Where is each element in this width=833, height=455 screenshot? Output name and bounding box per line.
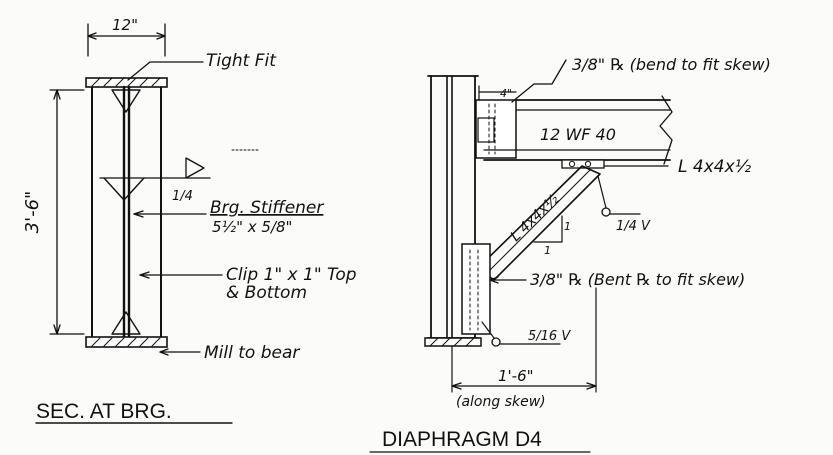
lower-connection-plate [461, 243, 491, 335]
top-plate-label: 3/8" ℞ (bend to fit skew) [572, 55, 771, 74]
diaphragm-detail: 4" 12 WF 40 3/8" ℞ (bend to fit skew) L … [369, 55, 771, 453]
angle-seat [561, 159, 605, 169]
weld-arrow-v [103, 177, 145, 201]
height-dim-text: 3'-6" [22, 191, 43, 234]
right-caption: DIAPHRAGM D4 [382, 428, 542, 451]
top-plate-clip [477, 117, 495, 143]
upper-weld-symbol: 1/4 V [616, 219, 651, 234]
beam-break-line [659, 95, 673, 165]
stiffener-label: Brg. Stiffener [210, 198, 324, 218]
d4-bottom-plate-hatch [429, 337, 475, 347]
left-caption: SEC. AT BRG. [36, 400, 172, 423]
bottom-clip [111, 311, 141, 335]
tight-fit-label: Tight Fit [206, 51, 277, 71]
brace-centerline [485, 169, 591, 275]
lower-plate-bolt-lines [469, 249, 479, 331]
top-dim-text: 4" [500, 87, 512, 100]
slope-vertical: 1 [564, 220, 571, 233]
width-dim-arrows [87, 32, 166, 40]
seat-bolt-2 [584, 160, 592, 168]
upper-weld-circle [601, 207, 611, 217]
bottom-bearing-plate [85, 336, 168, 348]
top-flange-hatch [91, 77, 161, 87]
slope-horizontal: 1 [544, 244, 551, 257]
bottom-dim-text: 1'-6" [498, 367, 534, 385]
top-connection-plate [475, 99, 517, 159]
top-plate-leader [511, 59, 567, 103]
bottom-dim-arrows [451, 382, 597, 390]
lower-weld-circle [491, 337, 501, 347]
d4-bottom-plate [424, 337, 482, 347]
top-flange-plate [85, 77, 168, 88]
mill-leader-arrow [159, 348, 169, 356]
clip-leader-arrow [139, 271, 150, 279]
lower-weld-symbol: 5/16 V [528, 329, 571, 344]
bearing-section: 12" Tight Fit 1/4 Brg. Stiffener 5½" x 5… [22, 16, 357, 424]
along-skew-label: (along skew) [456, 394, 546, 410]
top-clip [111, 89, 141, 113]
beam-label: 12 WF 40 [540, 125, 616, 144]
mill-to-bear-label: Mill to bear [204, 343, 300, 363]
clip-note-2: & Bottom [226, 283, 307, 303]
tight-fit-leader [127, 61, 204, 81]
lower-plate-label: 3/8" ℞ (Bent ℞ to fit skew) [530, 270, 745, 289]
width-dim-text: 12" [112, 16, 138, 34]
seat-bolt-1 [568, 160, 576, 168]
stiffener-leader-arrow [133, 210, 144, 218]
height-dim-arrows [53, 89, 61, 335]
angle-label: L 4x4x½ [678, 157, 752, 177]
stiffener-size: 5½" x 5/8" [212, 218, 292, 236]
clip-note-1: Clip 1" x 1" Top [226, 265, 357, 285]
weld-size-left: 1/4 [172, 189, 193, 204]
brace-label: L 4x4x½ [508, 191, 563, 245]
lower-plate-leader-arrow [489, 276, 499, 284]
bottom-plate-hatch [91, 337, 161, 347]
slope-triangle [533, 215, 563, 243]
upper-weld-leader [597, 175, 607, 209]
lower-weld-leader [481, 321, 495, 339]
top-plate-bolt-lines [488, 103, 496, 155]
weld-flag [185, 157, 205, 179]
